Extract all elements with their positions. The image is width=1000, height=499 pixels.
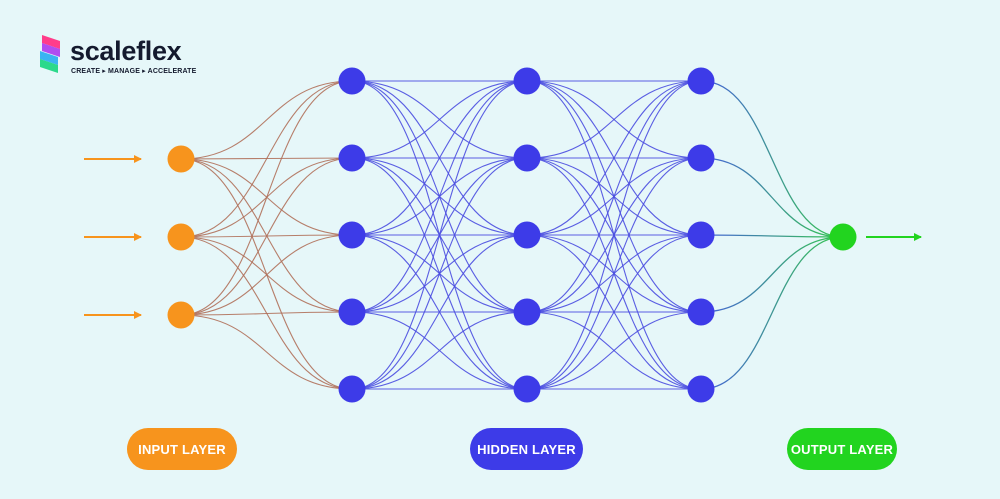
output-layer-label: OUTPUT LAYER bbox=[787, 428, 897, 470]
input-node-3 bbox=[167, 301, 195, 329]
connection-edges bbox=[180, 80, 844, 390]
hidden-2-node-2 bbox=[513, 144, 541, 172]
hidden-1-node-5 bbox=[338, 375, 366, 403]
edge-l0-2-1 bbox=[180, 157, 353, 316]
hidden-3-node-4 bbox=[687, 298, 715, 326]
output-node-1 bbox=[829, 223, 857, 251]
edge-l1-1-0 bbox=[351, 80, 528, 159]
hidden-2-node-3 bbox=[513, 221, 541, 249]
input-layer-label: INPUT LAYER bbox=[127, 428, 237, 470]
edge-l3-0-0 bbox=[700, 80, 844, 238]
edge-l0-2-3 bbox=[180, 311, 353, 316]
edge-l1-4-3 bbox=[351, 311, 528, 390]
hidden-2-node-5 bbox=[513, 375, 541, 403]
edge-l3-1-0 bbox=[700, 157, 844, 238]
hidden-2-node-4 bbox=[513, 298, 541, 326]
edge-l2-3-0 bbox=[526, 80, 702, 313]
brand-tagline: CREATE ▸ MANAGE ▸ ACCELERATE bbox=[71, 68, 197, 75]
edge-l1-4-0 bbox=[351, 80, 528, 390]
edge-l1-3-0 bbox=[351, 80, 528, 313]
edge-l3-3-0 bbox=[700, 236, 844, 313]
edge-l0-2-2 bbox=[180, 234, 353, 316]
hidden-3-node-1 bbox=[687, 67, 715, 95]
scaleflex-logo: scaleflex CREATE ▸ MANAGE ▸ ACCELERATE bbox=[36, 33, 196, 79]
input-node-2 bbox=[167, 223, 195, 251]
edge-l1-4-1 bbox=[351, 157, 528, 390]
scaleflex-logo-icon bbox=[40, 35, 60, 73]
hidden-1-node-3 bbox=[338, 221, 366, 249]
hidden-1-node-2 bbox=[338, 144, 366, 172]
edge-l2-4-1 bbox=[526, 157, 702, 390]
edge-l1-4-2 bbox=[351, 234, 528, 390]
edge-l0-0-0 bbox=[180, 80, 353, 160]
edge-l2-4-3 bbox=[526, 311, 702, 390]
hidden-2-node-1 bbox=[513, 67, 541, 95]
edge-l2-4-0 bbox=[526, 80, 702, 390]
hidden-3-node-2 bbox=[687, 144, 715, 172]
hidden-layer-label: HIDDEN LAYER bbox=[470, 428, 583, 470]
brand-name: scaleflex bbox=[70, 36, 182, 66]
edge-l0-2-0 bbox=[180, 80, 353, 316]
edge-l2-1-0 bbox=[526, 80, 702, 159]
edge-l1-2-0 bbox=[351, 80, 528, 236]
neuron-nodes bbox=[167, 67, 857, 403]
input-node-1 bbox=[167, 145, 195, 173]
edge-l0-1-0 bbox=[180, 80, 353, 238]
edge-l3-4-0 bbox=[700, 236, 844, 390]
hidden-1-node-1 bbox=[338, 67, 366, 95]
edge-l0-2-4 bbox=[180, 314, 353, 390]
signal-arrows bbox=[84, 155, 922, 319]
hidden-3-node-5 bbox=[687, 375, 715, 403]
edge-l2-4-2 bbox=[526, 234, 702, 390]
edge-l3-2-0 bbox=[700, 234, 844, 238]
hidden-1-node-4 bbox=[338, 298, 366, 326]
hidden-3-node-3 bbox=[687, 221, 715, 249]
edge-l2-2-0 bbox=[526, 80, 702, 236]
